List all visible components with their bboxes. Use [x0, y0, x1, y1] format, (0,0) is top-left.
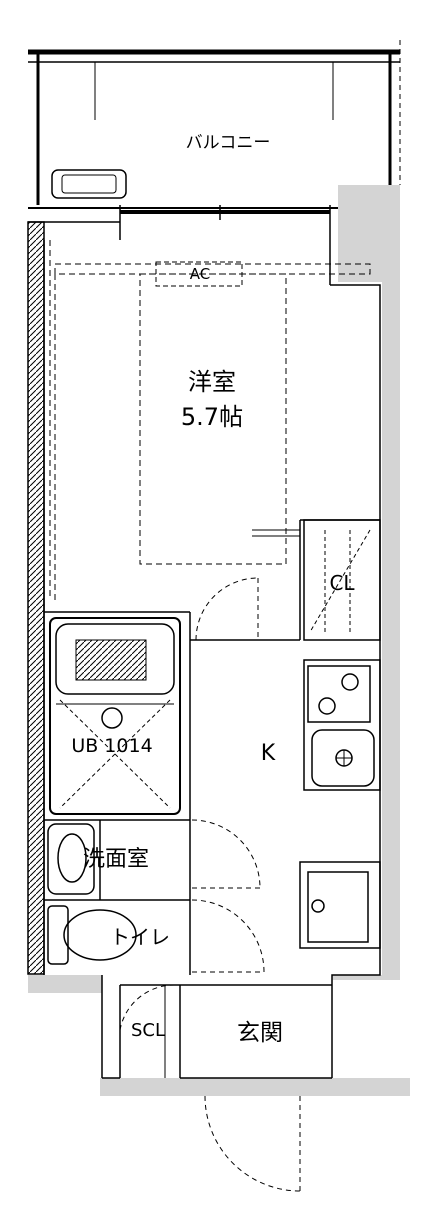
toilet-label: トイレ — [110, 925, 170, 949]
outdoor-unit — [51, 169, 127, 199]
wash-basin — [47, 823, 95, 895]
hatched-exterior-wall — [27, 221, 45, 975]
door-swings — [119, 577, 301, 1192]
toilet-fixture — [47, 905, 137, 965]
entrance-label: 玄関 — [237, 1020, 283, 1046]
dashed-ceiling-lines — [49, 240, 371, 600]
unit-bath-label: UB 1014 — [71, 735, 152, 757]
balcony-outline — [28, 40, 401, 205]
western-room-label: 洋室 — [188, 368, 236, 396]
closet — [303, 519, 381, 641]
western-room-size: 5.7帖 — [181, 403, 243, 431]
washroom-label: 洗面室 — [83, 847, 149, 872]
shoe-closet-label: SCL — [131, 1020, 165, 1041]
window-wall — [28, 205, 338, 250]
closet-label: CL — [329, 571, 355, 595]
outer-walls — [43, 240, 381, 1079]
interior-walls — [44, 519, 380, 1078]
unit-bath — [49, 617, 181, 815]
ac-label: AC — [190, 265, 210, 283]
kitchen-label: K — [261, 741, 276, 766]
balcony-label: バルコニー — [186, 133, 271, 153]
structural-walls — [28, 185, 410, 1096]
kitchen-counter — [303, 659, 381, 791]
washer-space — [299, 861, 381, 949]
